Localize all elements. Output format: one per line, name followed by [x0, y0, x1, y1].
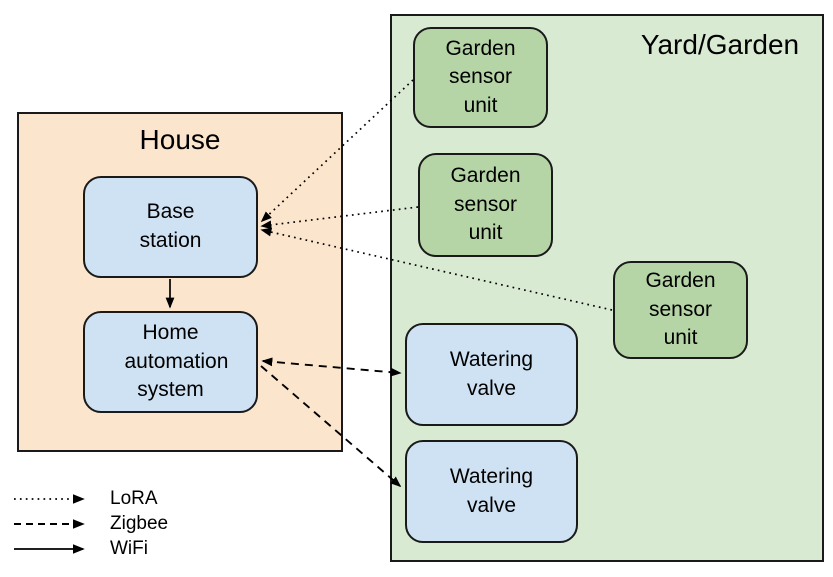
node-home-automation-system: Home automation system — [83, 311, 258, 413]
node-watering-valve-2-label: Watering valve — [449, 464, 534, 517]
node-watering-valve-1-label: Watering valve — [449, 347, 534, 400]
legend-row-zigbee: Zigbee — [13, 511, 168, 536]
legend: LoRA Zigbee WiFi — [13, 486, 168, 561]
node-watering-valve-2: Watering valve — [405, 440, 578, 543]
legend-row-lora: LoRA — [13, 486, 168, 511]
legend-row-wifi: WiFi — [13, 536, 168, 561]
node-garden-sensor-unit-2: Garden sensor unit — [418, 153, 553, 257]
node-base-station: Base station — [83, 176, 258, 278]
yard-garden-container-label: Yard/Garden — [640, 29, 800, 60]
legend-label-wifi: WiFi — [110, 538, 148, 559]
dotted-arrow-icon — [14, 493, 85, 504]
node-watering-valve-1: Watering valve — [405, 323, 578, 426]
dashed-arrow-icon — [14, 518, 85, 529]
solid-arrow-icon — [14, 543, 85, 554]
node-garden-sensor-unit-3: Garden sensor unit — [613, 261, 748, 359]
node-garden-sensor-unit-3-label: Garden sensor unit — [645, 269, 716, 350]
node-home-automation-system-label: Home automation system — [124, 321, 229, 402]
node-garden-sensor-unit-1: Garden sensor unit — [413, 27, 548, 128]
house-container-label: House — [139, 124, 221, 155]
node-garden-sensor-unit-2-label: Garden sensor unit — [450, 164, 521, 245]
legend-label-lora: LoRA — [110, 488, 158, 509]
node-garden-sensor-unit-1-label: Garden sensor unit — [445, 36, 516, 117]
node-base-station-label: Base station — [139, 200, 202, 252]
legend-label-zigbee: Zigbee — [110, 513, 169, 534]
